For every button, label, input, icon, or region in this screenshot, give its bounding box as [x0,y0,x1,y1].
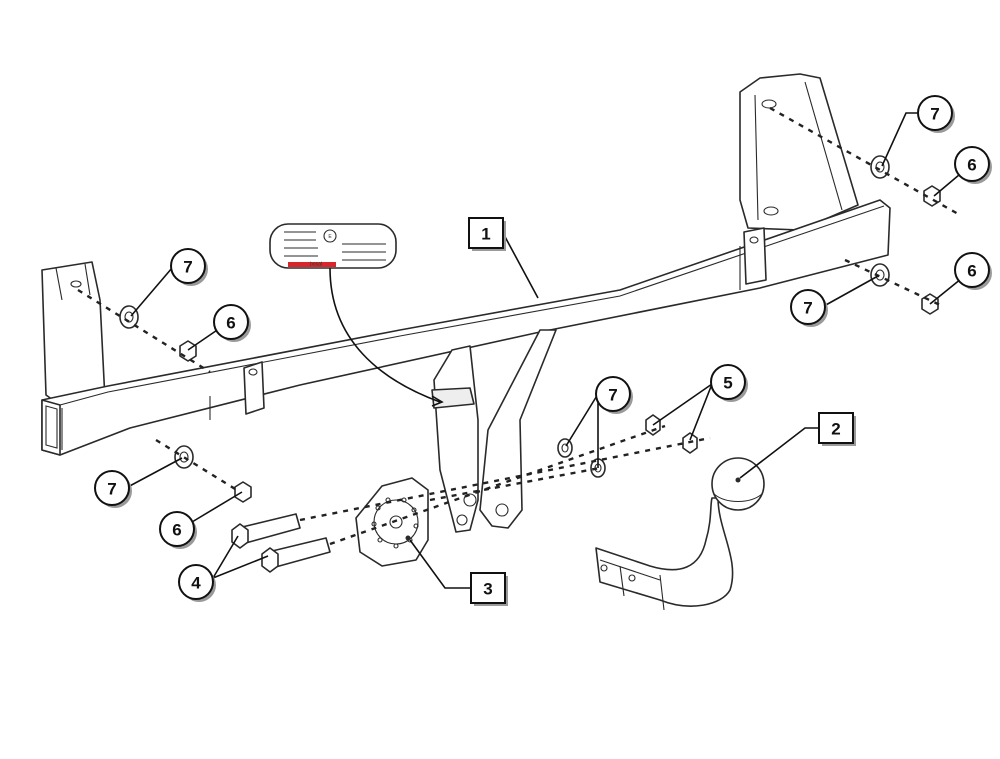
nut-1 [179,340,197,362]
callout-label: 1 [481,225,490,244]
callout-c6d: 6 [954,252,992,290]
callout-frame [178,564,214,600]
plate-approval-mark: E [328,234,332,240]
callout-frame [468,217,504,249]
type-plate: bosal E [269,223,444,407]
callout-c7d: 7 [790,289,828,327]
callout-frame [159,511,195,547]
leader-lines [125,112,973,589]
beam-tab-right [743,227,767,285]
callout-frame [818,412,854,444]
callout-c7a: 7 [170,248,208,286]
callout-label: 3 [483,580,492,599]
callout-label: 5 [723,374,732,393]
callout-frame [954,146,990,182]
washer-5 [557,438,573,458]
fasteners [119,155,941,503]
left-mounting-bracket [41,261,106,406]
callout-c6a: 6 [159,511,197,549]
tow-bar-beam [41,73,891,533]
callout-c5: 5 [710,364,748,402]
bolts [231,513,331,573]
callout-label: 6 [967,156,976,175]
callout-c6b: 6 [213,304,251,342]
callout-c7c: 7 [917,95,955,133]
callout-frame [470,572,506,604]
callout-label: 6 [172,521,181,540]
callout-group: 1 2 3 4 5 6 6 6 6 7 7 7 7 7 [94,95,992,606]
plate-brand: bosal [310,262,322,268]
washer-2 [174,445,194,469]
callout-c6c: 6 [954,146,992,184]
callout-c3: 3 [470,572,508,606]
washer-4 [870,263,890,287]
washer-1 [119,305,139,329]
callout-frame [917,95,953,131]
callout-label: 7 [183,258,192,277]
callout-c2: 2 [818,412,856,446]
callout-label: 7 [608,386,617,405]
callout-label: 7 [803,299,812,318]
callout-c7e: 7 [595,376,633,414]
socket-plate [355,477,429,567]
right-mounting-bracket [739,73,859,231]
plate-brand-strip [288,262,336,267]
callout-frame [954,252,990,288]
tow-ball-neck [595,457,765,611]
callout-label: 2 [831,420,840,439]
callout-frame [94,470,130,506]
callout-label: 6 [226,314,235,333]
callout-label: 6 [967,262,976,281]
nut-2 [234,481,252,503]
assembly-lines [77,106,961,546]
ball-neck-arm [595,497,734,607]
callout-frame [710,364,746,400]
callout-frame [213,304,249,340]
callout-frame [790,289,826,325]
beam-tab-left [243,361,265,415]
callout-frame [170,248,206,284]
tow-ball [711,457,765,511]
callout-label: 4 [191,574,201,593]
callout-frame [595,376,631,412]
ball-mount-bracket [433,345,479,533]
callout-c7b: 7 [94,470,132,508]
callout-c4: 4 [178,564,216,602]
callout-label: 7 [107,480,116,499]
callout-c1: 1 [468,217,506,251]
callout-label: 7 [930,105,939,124]
